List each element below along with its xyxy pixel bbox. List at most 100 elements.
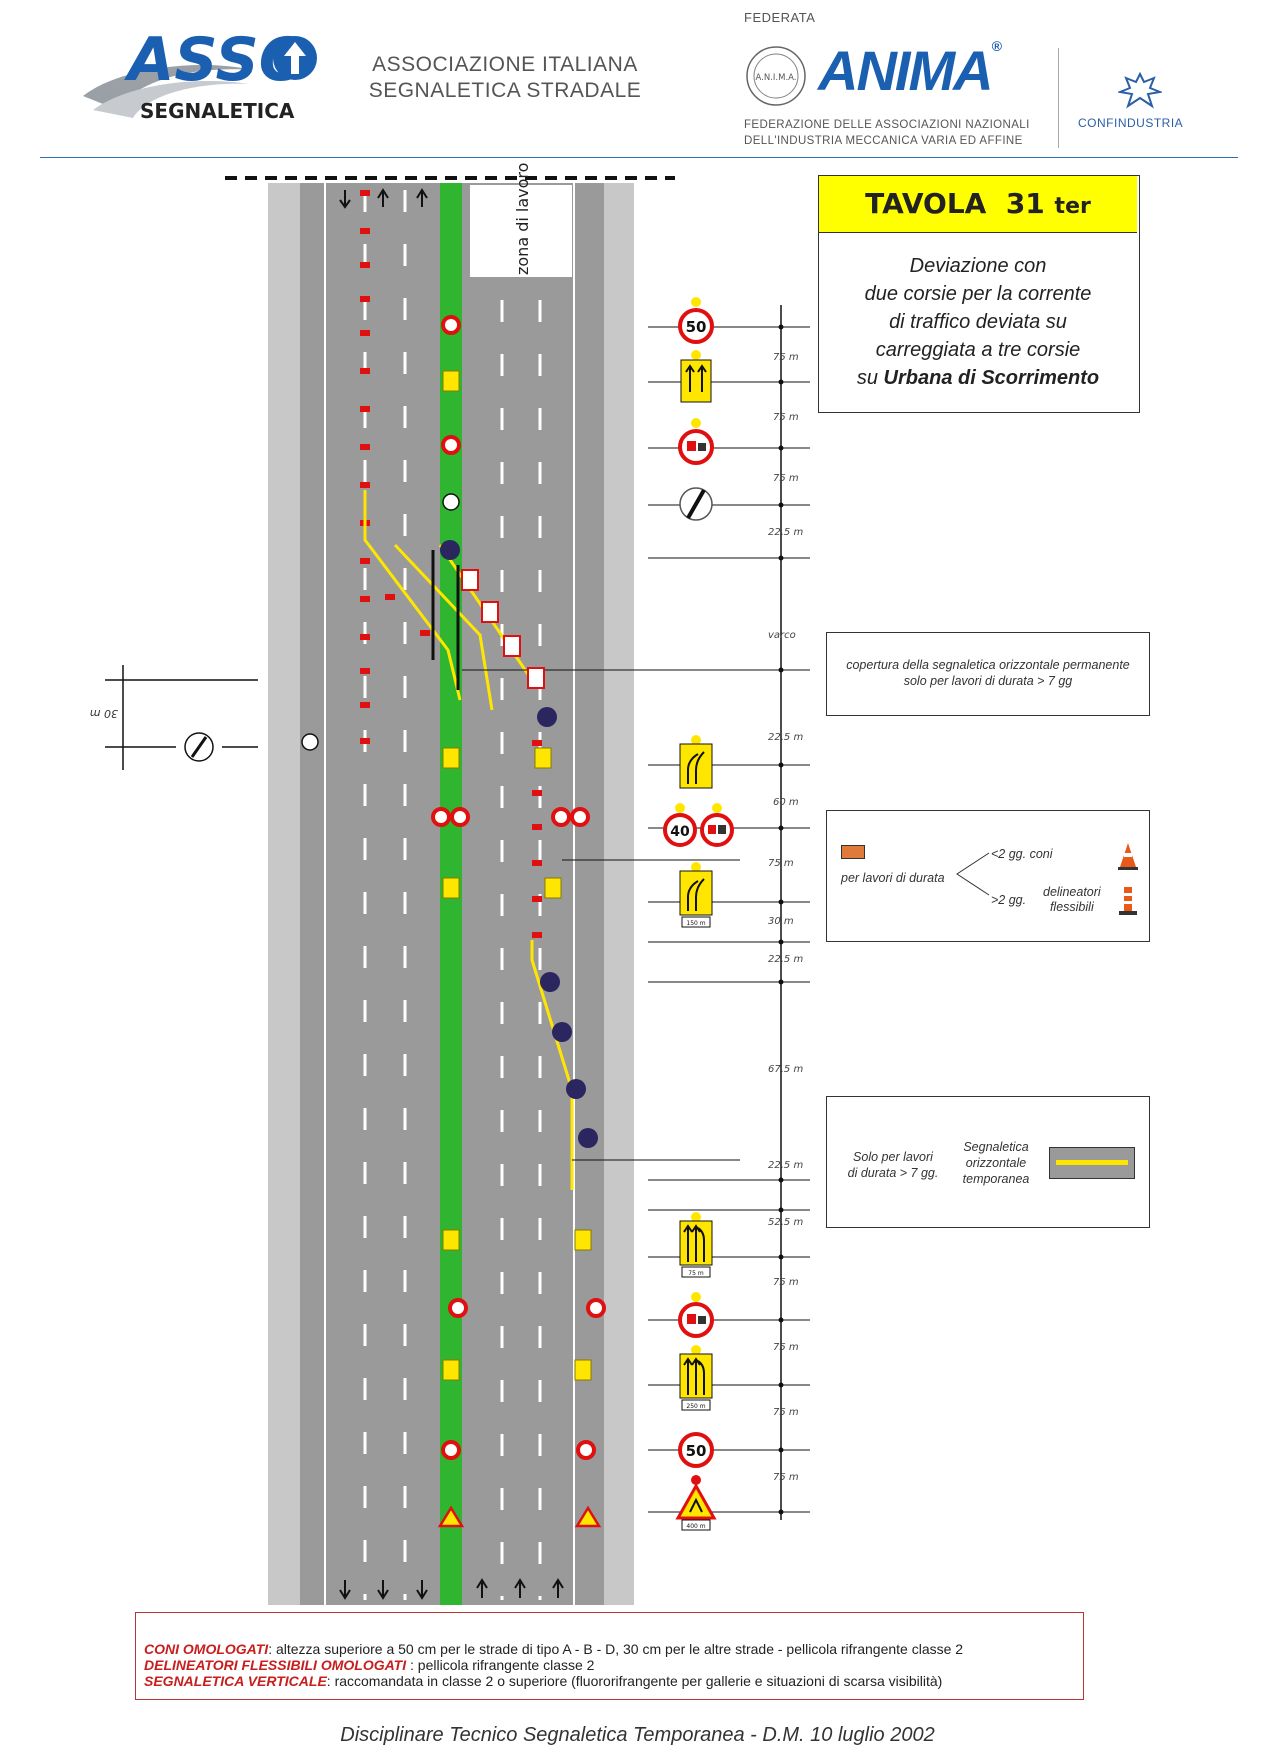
legend-box: CONI OMOLOGATI: altezza superiore a 50 c…	[135, 1612, 1084, 1700]
cover-note-box: copertura della segnaletica orizzontale …	[826, 632, 1150, 716]
dimension-label: varco	[768, 630, 796, 641]
dimension-label: 22,5 m	[768, 954, 803, 965]
plate-150-text: 150 m	[686, 920, 705, 927]
no-overtaking-sign	[700, 803, 734, 847]
legend-delineatori: DELINEATORI FLESSIBILI OMOLOGATI : pelli…	[144, 1657, 1083, 1673]
lane-arrow-up-icon	[514, 1578, 526, 1598]
left-distance-label: 30 m	[90, 707, 118, 720]
tavola-word: TAVOLA	[865, 187, 987, 220]
lane-reduction-sign	[680, 350, 712, 403]
cover-note-line-2: solo per lavori di durata > 7 gg	[903, 674, 1073, 688]
flexible-delineator-icon	[1119, 887, 1137, 915]
cover-mark-sample	[841, 845, 865, 859]
speed-limit-40-sign: 40	[663, 803, 697, 847]
tavola-desc-line: su Urbana di Scorrimento	[819, 364, 1137, 392]
left-dimension	[105, 665, 258, 770]
bracket-icon	[956, 852, 990, 896]
end-restriction-marker	[301, 733, 319, 751]
speed-limit-50-sign: 50	[678, 1432, 714, 1468]
association-line-1: ASSOCIAZIONE ITALIANA	[372, 53, 638, 76]
speed-50-text: 50	[686, 1442, 707, 1460]
anima-reg: ®	[991, 38, 1002, 54]
plate-250-text: 250 m	[686, 1403, 705, 1410]
plan-sign-markers	[431, 315, 606, 1460]
temp-marking-sample	[1049, 1147, 1135, 1179]
lane-arrow-up-icon	[377, 188, 389, 207]
tavola-desc-line: carreggiata a tre corsie	[875, 339, 1081, 361]
pavement-cover-marks	[360, 190, 542, 938]
delineator-bars	[431, 550, 460, 690]
legend-segnaletica: SEGNALETICA VERTICALE: raccomandata in c…	[144, 1673, 1083, 1689]
tavola-desc-prefix: su	[856, 367, 884, 389]
legend-delin-key: DELINEATORI FLESSIBILI OMOLOGATI	[144, 1657, 407, 1673]
header-rule	[40, 157, 1238, 158]
dimension-label: 75 m	[773, 473, 799, 484]
warning-lamps	[442, 370, 592, 1381]
lane-shift-sign	[679, 735, 713, 789]
temp-right-line-1: Segnaletica	[963, 1140, 1029, 1154]
work-zone-area	[470, 185, 572, 277]
lane-merge-250m-sign: 250 m	[679, 1345, 713, 1411]
duration-note-box: per lavori di durata <2 gg. coni >2 gg. …	[826, 810, 1150, 942]
dimension-label: 75 m	[773, 1277, 799, 1288]
lane-arrow-down-icon	[339, 190, 351, 209]
temp-left-line-1: Solo per lavori	[853, 1150, 933, 1164]
dimension-label: 75 m	[773, 352, 799, 363]
confindustria-label: CONFINDUSTRIA	[1078, 116, 1184, 130]
dimension-dots	[778, 324, 784, 1515]
chevron-marker-icon	[461, 569, 545, 689]
dimension-label: 75 m	[773, 1407, 799, 1418]
cone-icon	[1118, 843, 1138, 870]
header-divider	[1058, 48, 1059, 148]
footer-citation: Disciplinare Tecnico Segnaletica Tempora…	[340, 1724, 935, 1746]
association-name: ASSOCIAZIONE ITALIANA SEGNALETICA STRADA…	[360, 52, 650, 104]
legend-delin-text: : pellicola rifrangente classe 2	[406, 1657, 595, 1673]
work-zone-label: zona di lavoro	[513, 163, 532, 275]
dimension-label: 75 m	[773, 1472, 799, 1483]
temp-right-line-2: orizzontale	[965, 1156, 1027, 1170]
legend-coni-key: CONI OMOLOGATI	[144, 1641, 269, 1657]
dimension-label: 60 m	[773, 797, 799, 808]
right-carriageway	[462, 183, 604, 1605]
road-works-sign: 400 m	[675, 1475, 717, 1531]
tavola-desc-line: Deviazione con	[909, 255, 1047, 277]
dimension-label: 52,5 m	[768, 1217, 803, 1228]
no-overtaking-trucks-sign	[678, 1292, 714, 1338]
anima-subtitle: FEDERAZIONE DELLE ASSOCIAZIONI NAZIONALI…	[744, 117, 1030, 149]
confindustria-eagle-icon	[1116, 70, 1164, 115]
gt2-label: >2 gg.	[991, 893, 1027, 907]
anima-word: ANIMA	[818, 39, 994, 102]
dimension-label: 75 m	[773, 412, 799, 423]
speed-40-text: 40	[670, 824, 690, 840]
end-restriction-slash	[190, 736, 208, 758]
plate-75-text: 75 m	[688, 1270, 704, 1277]
association-line-2: SEGNALETICA STRADALE	[368, 79, 642, 102]
lane-shift-150m-sign: 150 m	[679, 862, 713, 928]
temp-marking-duration: Solo per lavori di durata > 7 gg.	[837, 1149, 949, 1181]
tavola-suffix: ter	[1054, 194, 1091, 219]
temp-marking-title: Segnaletica orizzontale temporanea	[951, 1139, 1041, 1187]
anima-sub-line-1: FEDERAZIONE DELLE ASSOCIAZIONI NAZIONALI	[744, 119, 1030, 131]
lane-merge-75m-sign: 75 m	[679, 1212, 713, 1278]
dimension-label: 30 m	[768, 916, 794, 927]
lane-arrow-up-icon	[552, 1578, 564, 1598]
legend-segn-key: SEGNALETICA VERTICALE	[144, 1673, 327, 1689]
temp-right-line-3: temporanea	[962, 1172, 1030, 1186]
delineators-line-2: flessibili	[1049, 900, 1094, 914]
tavola-box: TAVOLA 31 ter Deviazione con due corsie …	[818, 175, 1140, 413]
anima-seal-icon: A.N.I.M.A.	[744, 44, 808, 113]
asso-logo-sub: SEGNALETICA	[140, 99, 295, 123]
dimension-label: 22,5 m	[768, 732, 803, 743]
delineators-label: delineatori flessibili	[1043, 885, 1101, 915]
lane-arrow-down-icon	[377, 1580, 389, 1600]
lane-arrow-up-icon	[416, 188, 428, 207]
dimension-label: 67,5 m	[768, 1064, 803, 1075]
temp-marking-note-box: Solo per lavori di durata > 7 gg. Segnal…	[826, 1096, 1150, 1228]
tavola-desc-line: due corsie per la corrente	[864, 283, 1092, 305]
lane-arrow-up-icon	[476, 1578, 488, 1598]
speed-limit-50-sign: 50	[678, 297, 714, 344]
lane-arrow-down-icon	[416, 1580, 428, 1600]
anima-sub-line-2: DELL'INDUSTRIA MECCANICA VARIA ED AFFINE	[744, 135, 1023, 147]
dimension-labels: 75 m 75 m 75 m 22,5 m varco 22,5 m 60 m …	[768, 352, 803, 1483]
